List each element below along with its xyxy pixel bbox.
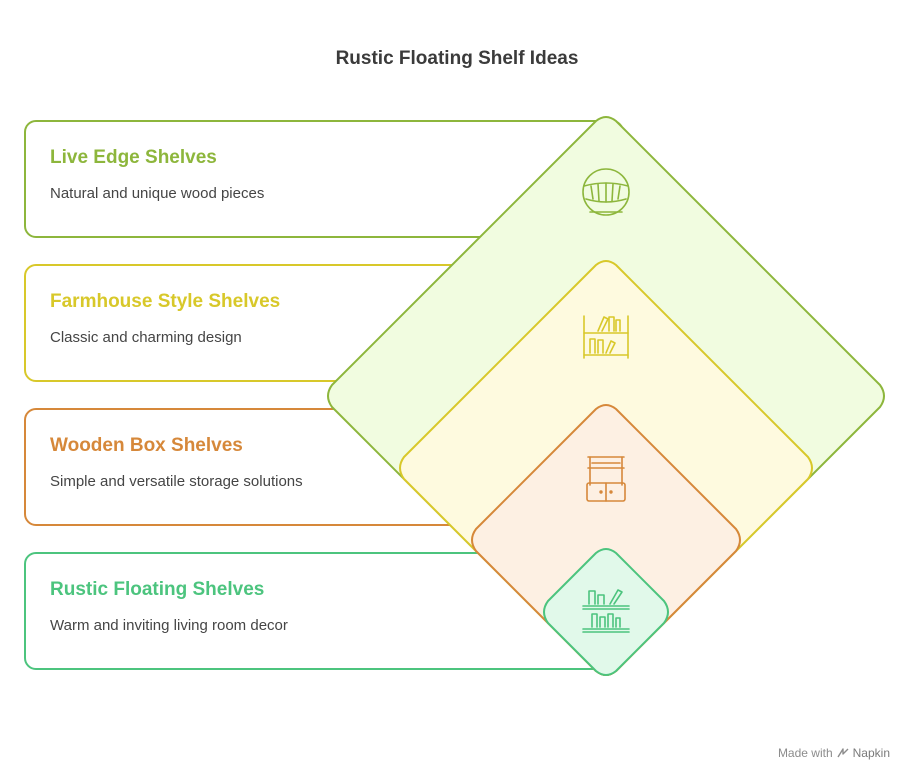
card-title: Wooden Box Shelves <box>50 435 243 456</box>
card-description: Classic and charming design <box>50 329 242 346</box>
card-description: Natural and unique wood pieces <box>50 185 265 202</box>
live-edge-shelf-icon <box>582 168 630 216</box>
card-title: Live Edge Shelves <box>50 147 217 168</box>
diamond-rustic-floating-shelves <box>543 548 669 676</box>
floating-shelf-icon <box>582 589 630 633</box>
card-title: Farmhouse Style Shelves <box>50 291 281 312</box>
made-with-label: Made with <box>777 746 833 760</box>
footer: Made with Napkin <box>778 746 890 760</box>
card-description: Simple and versatile storage solutions <box>50 473 303 490</box>
napkin-brand-label: Napkin <box>852 746 890 760</box>
card-title: Rustic Floating Shelves <box>50 579 265 600</box>
napkin-logo-icon <box>837 748 849 758</box>
card-description: Warm and inviting living room decor <box>50 617 288 634</box>
bookshelf-icon <box>583 315 629 359</box>
page-title: Rustic Floating Shelf Ideas <box>335 48 579 69</box>
cabinet-icon <box>586 456 626 502</box>
